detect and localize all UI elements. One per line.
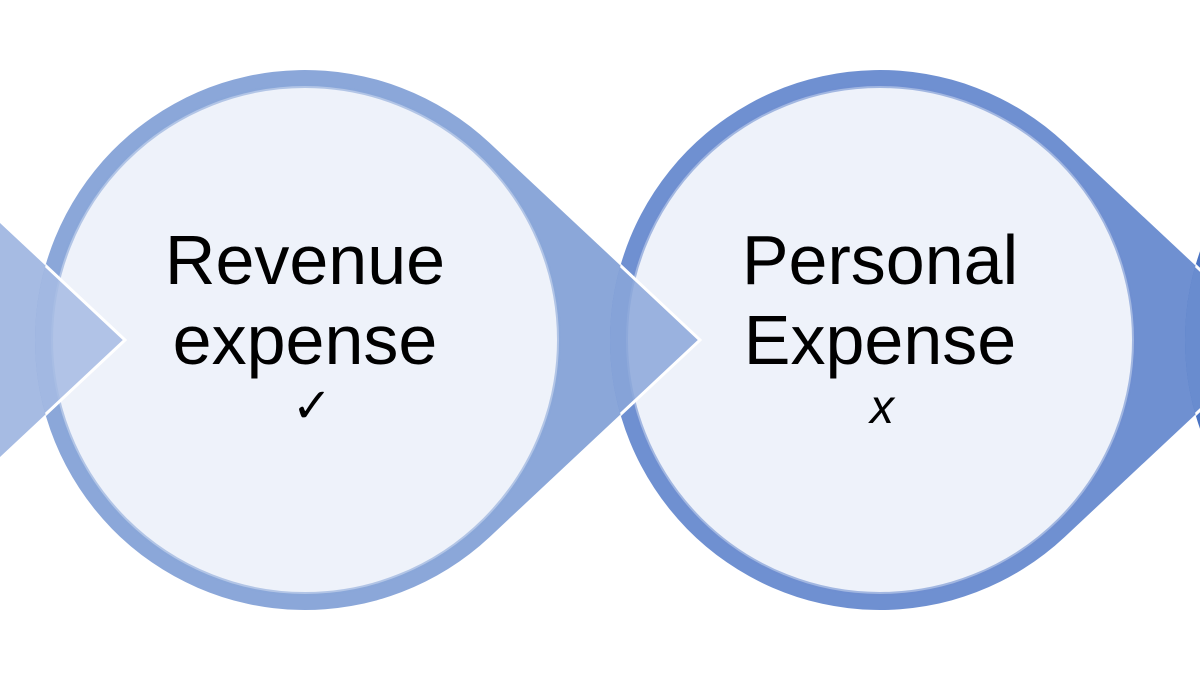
step-2-title: Personal Expense [670,220,1090,380]
cross-icon: x [870,381,894,434]
step-2-title-line2: Expense [743,301,1017,379]
step-1-title: Revenue expense [95,220,515,380]
checkmark-icon: ✓ [291,378,333,434]
step-1-title-line1: Revenue [164,221,446,299]
step-2-title-line1: Personal [741,221,1019,299]
step-1-title-line2: expense [172,301,438,379]
